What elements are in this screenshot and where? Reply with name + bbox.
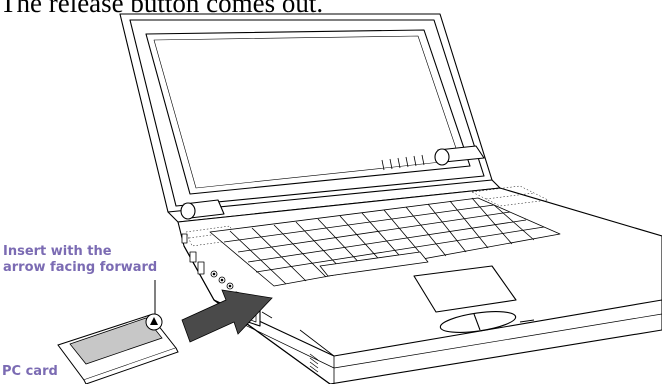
hinge-left [181, 200, 224, 219]
callout-line-2: arrow facing forward [3, 260, 157, 275]
pc-card [58, 314, 178, 384]
insert-direction-callout: Insert with the arrow facing forward [3, 244, 157, 276]
pc-card-label: PC card [2, 364, 58, 380]
callout-line-1: Insert with the [3, 244, 112, 259]
laptop-lid [120, 14, 500, 222]
